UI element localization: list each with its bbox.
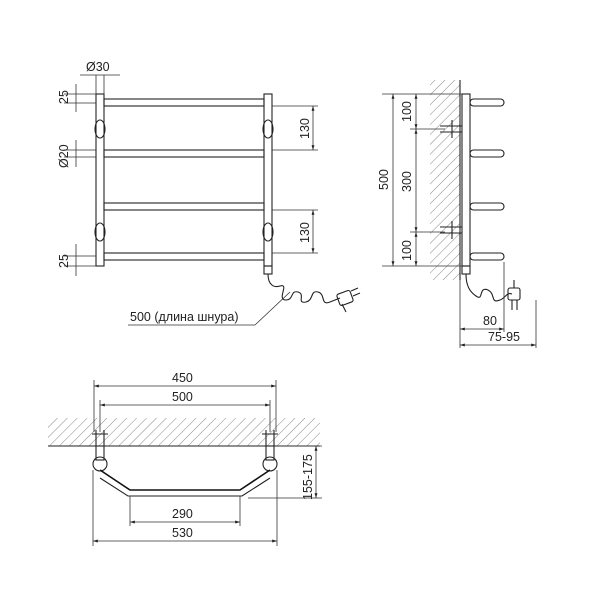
label-top-450: 450 <box>172 371 193 385</box>
rung-3 <box>103 202 265 211</box>
power-cord <box>267 273 341 304</box>
side-power-cord <box>465 273 513 302</box>
top-post-left <box>92 456 108 472</box>
label-left-25-top: 25 <box>57 90 71 104</box>
label-right-130-bottom: 130 <box>298 222 312 243</box>
label-top-155-175: 155-175 <box>301 454 315 500</box>
mount-left-top <box>94 119 106 139</box>
top-wall-hatch <box>48 418 320 446</box>
label-top-290: 290 <box>172 507 193 521</box>
side-wall-hatch <box>430 80 460 280</box>
label-side-300: 300 <box>400 171 414 192</box>
top-post-right <box>262 456 278 472</box>
label-left-25-bottom: 25 <box>57 254 71 268</box>
label-side-80: 80 <box>483 314 497 328</box>
front-view: Ø30 25 Ø20 25 130 130 500 (длина шнура) <box>57 60 361 326</box>
plug-icon <box>336 287 361 313</box>
label-right-130-top: 130 <box>298 118 312 139</box>
mount-right-top <box>262 119 274 139</box>
label-cord-length: 500 (длина шнура) <box>130 310 239 324</box>
label-top-530: 530 <box>172 526 193 540</box>
label-side-100-bottom: 100 <box>400 240 414 261</box>
label-side-100-top: 100 <box>400 101 414 122</box>
label-diam-20: Ø20 <box>57 144 71 168</box>
bent-rung <box>99 469 271 491</box>
side-view: 500 100 300 100 80 75-95 <box>377 80 537 348</box>
mount-left-bottom <box>94 222 106 242</box>
top-view: 450 500 290 530 155-175 <box>48 371 322 546</box>
label-diam-30: Ø30 <box>86 60 110 74</box>
rung-1 <box>103 98 265 107</box>
rung-2 <box>103 149 265 158</box>
label-top-500: 500 <box>172 390 193 404</box>
side-plug-icon <box>507 280 521 310</box>
label-side-500: 500 <box>377 169 391 190</box>
label-side-75-95: 75-95 <box>488 330 520 344</box>
side-post <box>461 93 471 267</box>
left-post <box>95 93 105 267</box>
rung-4 <box>103 252 265 261</box>
mount-right-bottom <box>262 222 274 242</box>
heater-terminal <box>263 265 273 275</box>
